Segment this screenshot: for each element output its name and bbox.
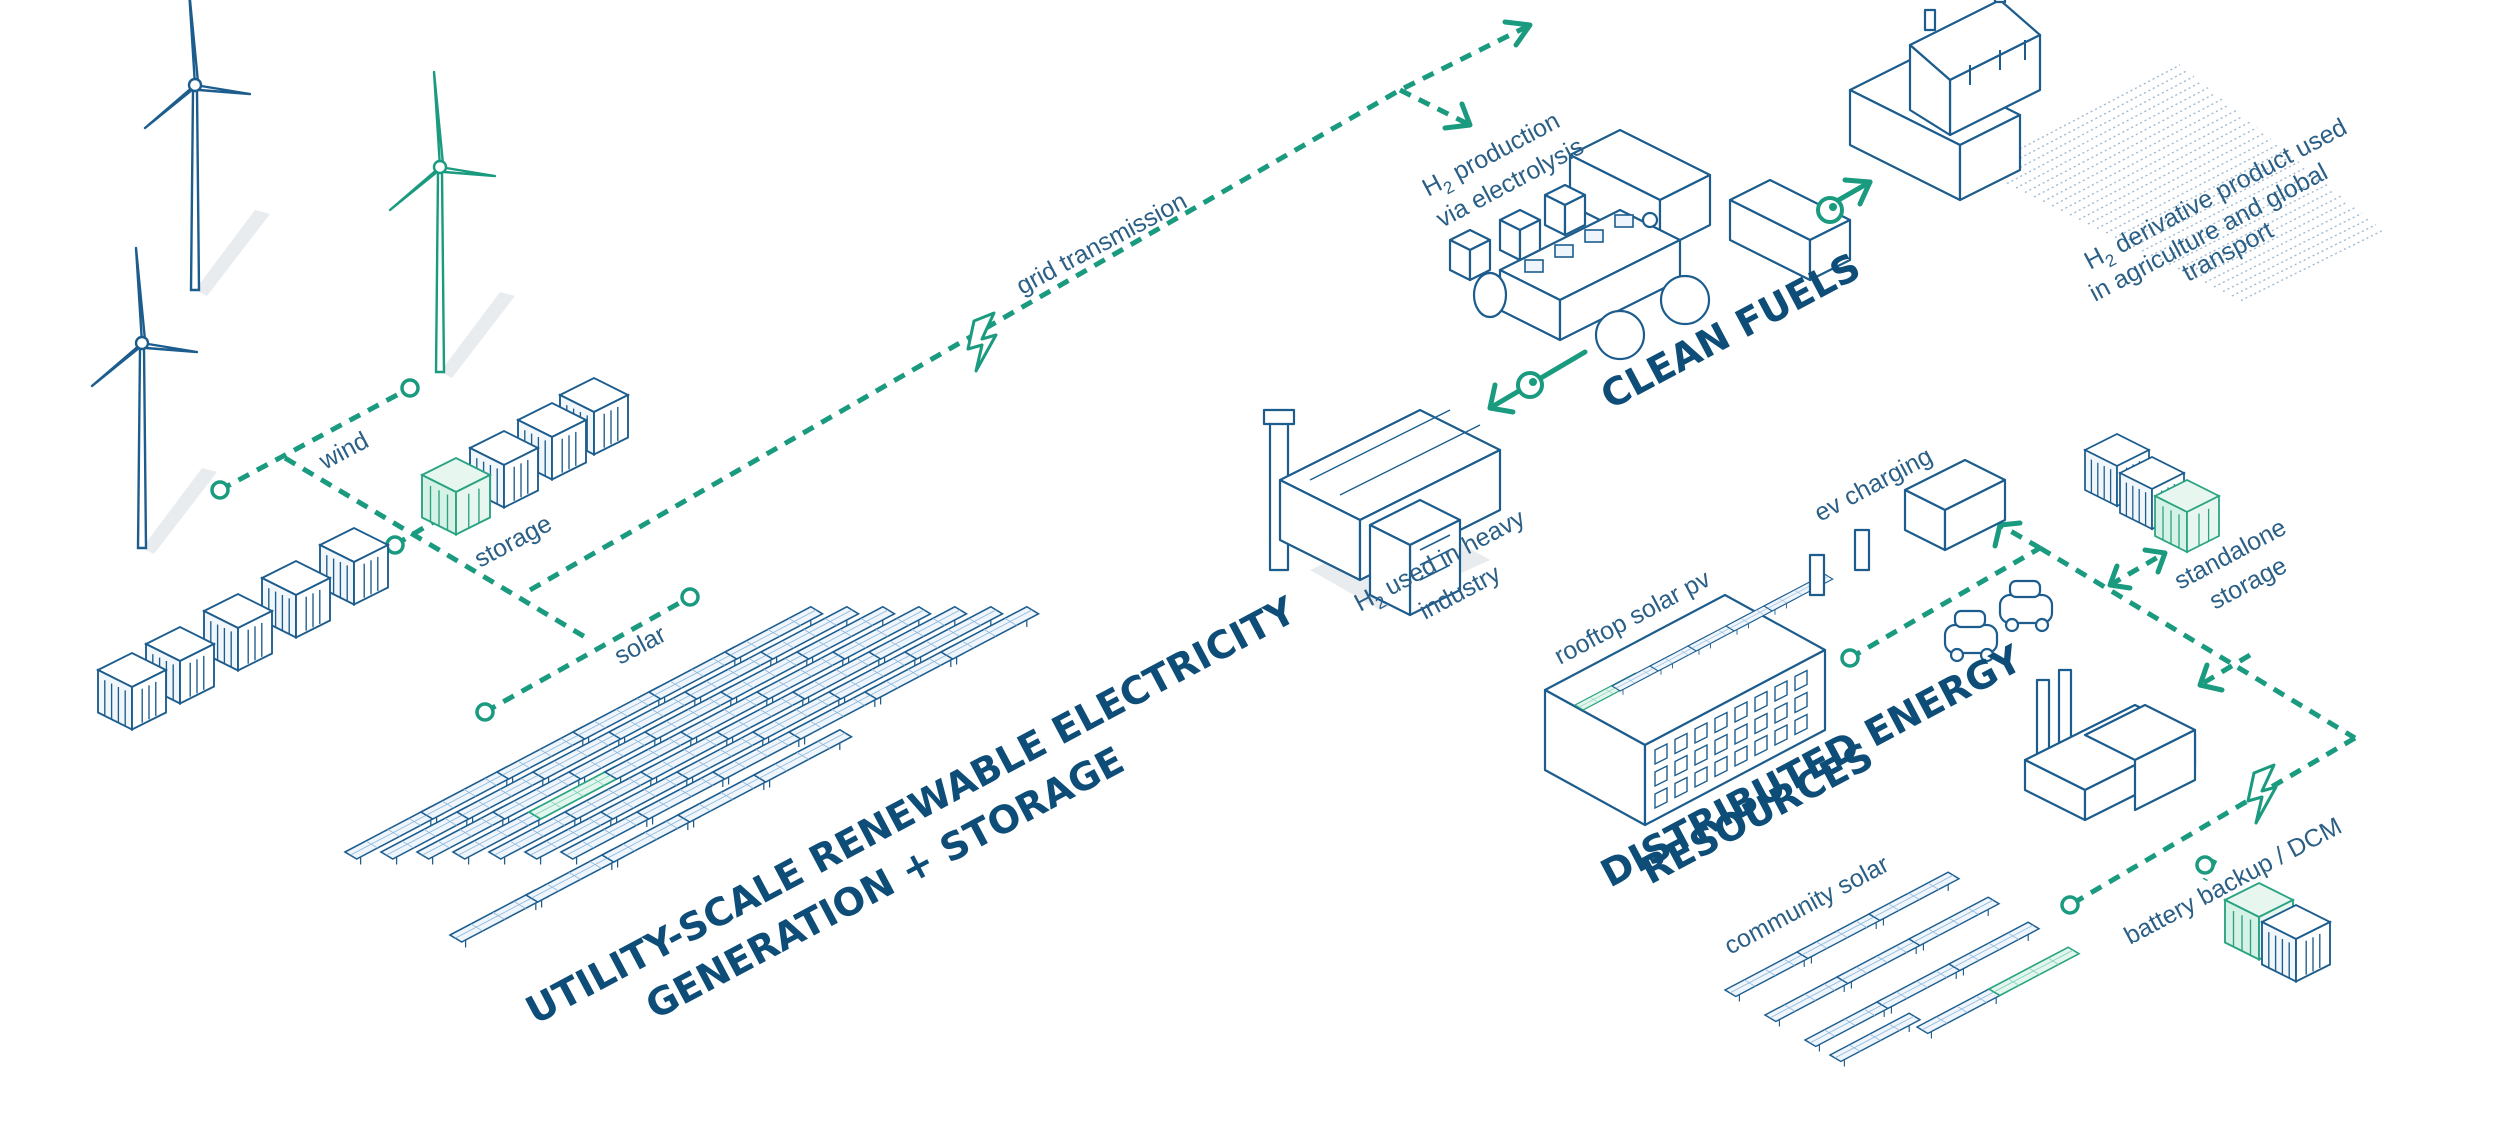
car-icon — [1998, 579, 2054, 633]
community-solar-label: community solar — [1720, 850, 1894, 960]
ev-charger-icon — [1808, 458, 2007, 597]
hydrogen-plant-icon — [1448, 128, 1852, 361]
solar-line — [483, 594, 692, 715]
battery-container-icon — [2261, 904, 2331, 983]
hydrogen-drop-icon — [1816, 196, 1844, 224]
der-network-lines — [1848, 520, 2357, 908]
battery-container-icon — [421, 457, 491, 536]
factory-icon — [2023, 668, 2197, 822]
battery-container-icon — [97, 652, 167, 731]
wind-label: wind — [314, 426, 373, 475]
wind-turbine-icon — [388, 70, 517, 380]
solar-panel-icon — [1988, 946, 2080, 997]
wind-turbine-icon — [143, 0, 272, 298]
wind-line — [218, 385, 592, 643]
wind-turbine-icon — [90, 246, 219, 556]
solar-panel-icon — [1804, 997, 1896, 1053]
community-solar-field — [1724, 871, 2080, 1068]
solar-panel-icon — [1764, 972, 1856, 1028]
lightning-bolt-icon — [966, 311, 998, 373]
hydrogen-drop-icon — [1516, 371, 1544, 399]
battery-container-icon — [2154, 479, 2220, 553]
agricultural-field — [1979, 64, 2384, 302]
office-building-icon — [1543, 593, 1827, 827]
solar-panel-icon — [1836, 934, 1928, 990]
car-icon — [1943, 609, 1999, 663]
lightning-bolt-icon — [2246, 763, 2278, 825]
solar-panel-icon — [1876, 959, 1968, 1015]
barn-icon — [1848, 0, 2042, 202]
grid-transmission-line — [528, 19, 1533, 593]
solar-panel-icon — [1908, 896, 2000, 952]
battery-backup — [2224, 882, 2331, 983]
grid-transmission-label: grid transmission — [1012, 187, 1192, 300]
factory-icon — [1262, 408, 1502, 617]
solar-panel-icon — [1948, 921, 2040, 977]
standalone-storage — [2084, 433, 2220, 553]
solar-panel-icon — [1916, 984, 2008, 1040]
